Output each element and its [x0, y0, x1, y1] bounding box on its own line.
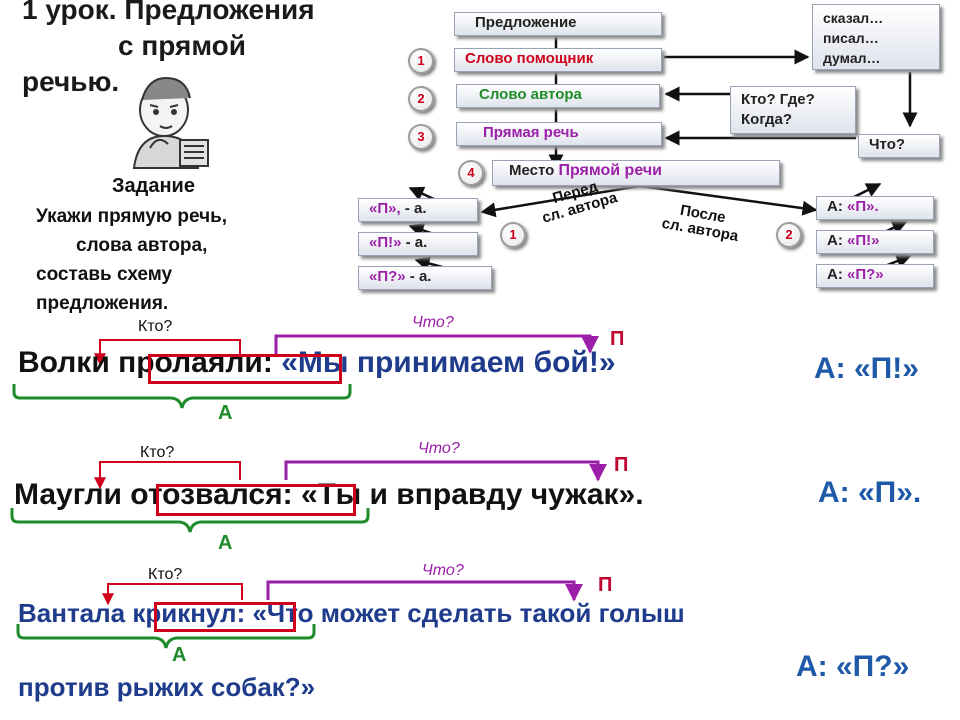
direct-speech-box: Прямая речь [456, 122, 662, 146]
place-prefix: Место [509, 162, 555, 179]
example1-verb-highlight [148, 354, 342, 384]
verb-thought: думал… [823, 50, 881, 66]
example1-author-words: Волки пролаяли: [18, 346, 273, 379]
right-pattern-1-a: А: [827, 198, 847, 215]
step-number-2: 2 [408, 86, 434, 112]
example3-direct-speech: «Что может сделать такой голыш [252, 598, 685, 628]
after-number: 2 [776, 222, 802, 248]
example3-p-label: П [598, 574, 613, 596]
example2-p-label: П [614, 454, 629, 476]
task-line1: Укажи прямую речь, [36, 206, 228, 227]
left-pattern-1-p: «П», [369, 200, 405, 217]
author-word-label: Слово автора [479, 86, 582, 103]
step-number-4-text: 4 [467, 165, 475, 180]
example3-who-label: Кто? [148, 566, 183, 583]
example1-sentence: Волки пролаяли: «Мы принимаем бой!» [18, 346, 616, 380]
example3-a-label: А [172, 644, 187, 666]
lesson-title-line2: с прямой [118, 30, 246, 61]
right-pattern-2-a: А: [827, 232, 847, 249]
example2-verb-highlight [156, 484, 356, 516]
who-where-line2: Когда? [741, 111, 793, 128]
example3-what-label: Что? [422, 562, 464, 579]
before-number: 1 [500, 222, 526, 248]
right-pattern-3-p: «П?» [847, 266, 884, 283]
example1-a-label: А [218, 402, 233, 424]
task-heading: Задание [112, 175, 195, 197]
left-pattern-3: «П?» - а. [358, 266, 492, 290]
example2-a-label: А [218, 532, 233, 554]
what-box-label: Что? [869, 136, 906, 153]
left-pattern-2: «П!» - а. [358, 232, 478, 256]
right-pattern-2-p: «П!» [847, 232, 880, 249]
task-line3: составь схему [36, 264, 173, 285]
place-word: Прямой речи [558, 162, 662, 179]
left-pattern-3-a: - а. [409, 268, 432, 285]
left-pattern-2-p: «П!» [369, 234, 406, 251]
example2-direct-speech: «Ты и вправду чужак». [300, 478, 644, 511]
right-pattern-3-a: А: [827, 266, 847, 283]
example1-p-label: П [610, 328, 625, 350]
lesson-title-line1: 1 урок. Предложения [22, 0, 315, 25]
place-box: Место Прямой речи [492, 160, 780, 186]
example3-verb-highlight [154, 602, 296, 632]
left-pattern-3-p: «П?» [369, 268, 410, 285]
right-pattern-2: А: «П!» [816, 230, 934, 254]
example3-sentence: Вантала крикнул: «Что может сделать тако… [18, 598, 685, 629]
verb-said: сказал… [823, 10, 884, 26]
right-pattern-1: А: «П». [816, 196, 934, 220]
example2-what-label: Что? [418, 440, 460, 457]
what-box: Что? [858, 134, 940, 158]
right-pattern-1-p: «П». [847, 198, 879, 215]
example2-who-label: Кто? [140, 444, 175, 461]
task-text: Укажи прямую речь, слова автора, составь… [36, 202, 326, 318]
who-where-box: Кто? Где? Когда? [730, 86, 856, 134]
sentence-box: Предложение [454, 12, 662, 36]
step-number-3-text: 3 [417, 129, 425, 144]
example1-who-label: Кто? [138, 318, 173, 335]
step-number-4: 4 [458, 160, 484, 186]
step-number-1: 1 [408, 48, 434, 74]
step-number-3: 3 [408, 124, 434, 150]
left-pattern-2-a: - а. [405, 234, 428, 251]
example1-what-label: Что? [412, 314, 454, 331]
who-where-line1: Кто? Где? [741, 91, 815, 108]
example3-sentence-line2: против рыжих собак?» [18, 672, 316, 702]
lesson-title-line3: речью. [22, 66, 120, 97]
lesson-title: 1 урок. Предложения с прямой речью. [22, 0, 382, 100]
after-number-text: 2 [785, 227, 793, 242]
verbs-box: сказал… писал… думал… [812, 4, 940, 70]
task-line2: слова автора, [76, 235, 208, 256]
example2-author-words: Маугли отозвался: [14, 478, 293, 511]
example2-sentence: Маугли отозвался: «Ты и вправду чужак». [14, 478, 644, 512]
step-number-2-text: 2 [417, 91, 425, 106]
task-line4: предложения. [36, 293, 169, 314]
helper-word-box: Слово помощник [454, 48, 662, 72]
author-word-box: Слово автора [456, 84, 660, 108]
example2-scheme: А: «П». [818, 476, 922, 509]
direct-speech-label: Прямая речь [483, 124, 579, 141]
verb-wrote: писал… [823, 30, 879, 46]
example1-direct-speech: «Мы принимаем бой!» [281, 346, 616, 379]
step-number-1-text: 1 [417, 53, 425, 68]
example3-scheme: А: «П?» [796, 650, 910, 683]
left-pattern-1-a: - а. [404, 200, 427, 217]
sentence-box-label: Предложение [475, 14, 577, 31]
right-pattern-3: А: «П?» [816, 264, 934, 288]
left-pattern-1: «П», - а. [358, 198, 478, 222]
before-number-text: 1 [509, 227, 517, 242]
example1-scheme: А: «П!» [814, 352, 919, 385]
helper-word-label: Слово помощник [465, 50, 594, 67]
